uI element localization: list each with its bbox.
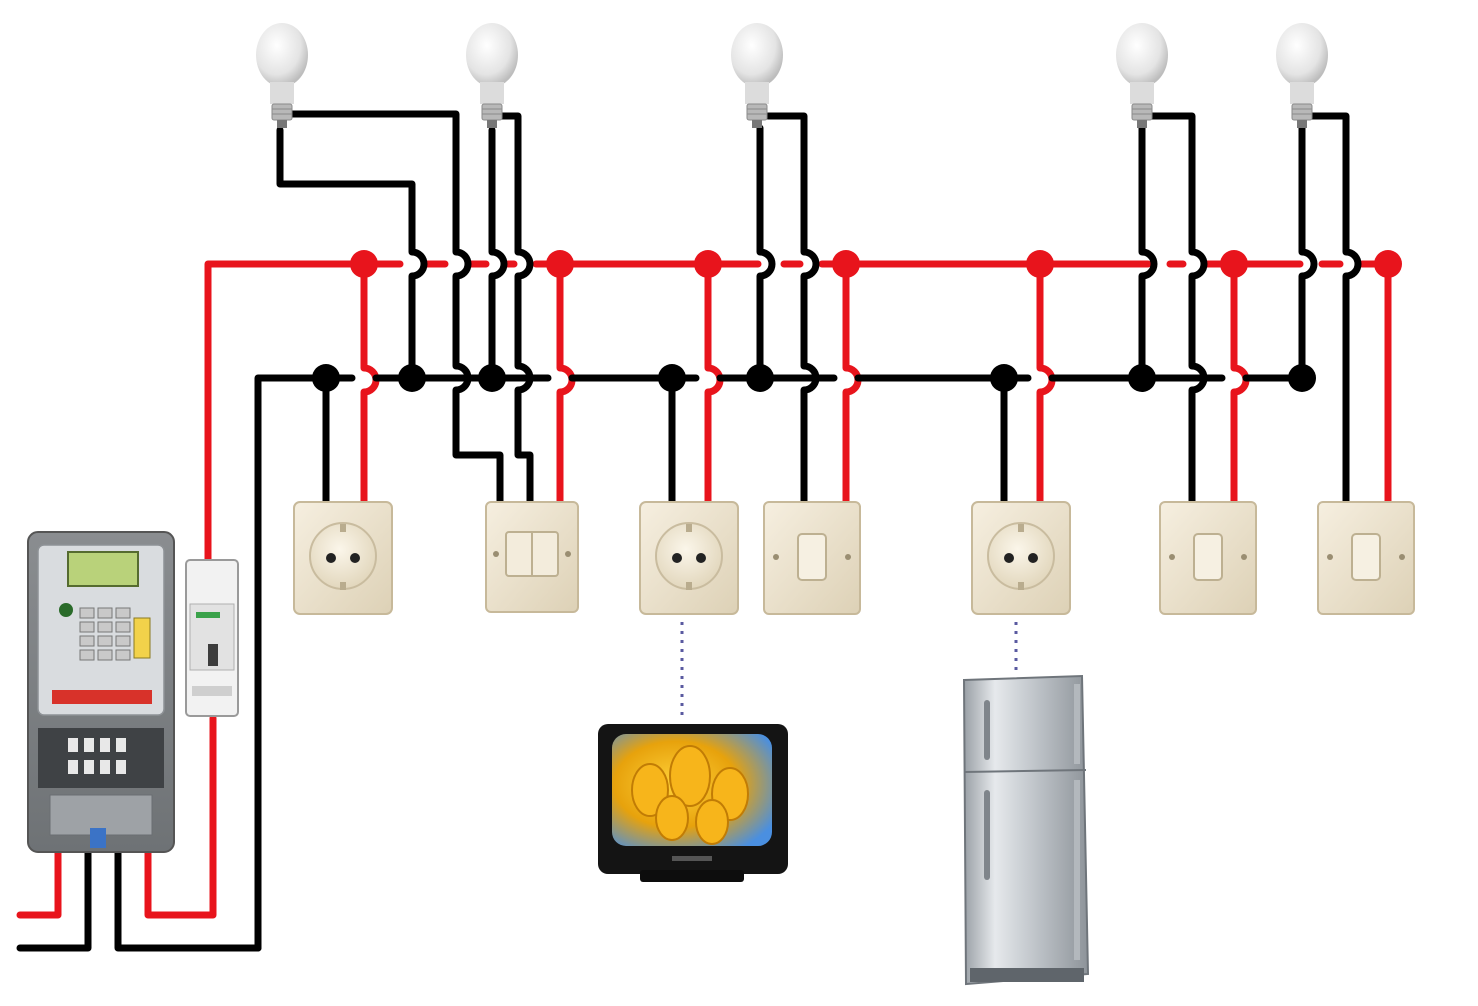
lamp-1-icon (256, 23, 308, 128)
television-icon (598, 724, 788, 882)
lamp-3-neutral (756, 124, 776, 382)
junction-dot (658, 364, 686, 392)
live-drop-double-switch (504, 260, 576, 582)
neutral-feed-meter (114, 846, 262, 952)
lamp-2-neutral (488, 126, 508, 382)
junction-dot (1374, 250, 1402, 278)
energy-meter-icon (27, 531, 175, 853)
junction-dot (694, 250, 722, 278)
outlet-3-icon (971, 501, 1071, 615)
lamp-4-icon (1116, 23, 1168, 128)
live-drop-switch-2 (1230, 260, 1250, 509)
live-drop-outlet-3 (1036, 260, 1056, 509)
live-junctions (350, 250, 1402, 278)
single-switch-1-icon (763, 501, 861, 615)
lamps (256, 23, 1328, 128)
junction-dot (478, 364, 506, 392)
junction-dot (312, 364, 340, 392)
double-switch-icon (485, 501, 579, 613)
junction-dot (832, 250, 860, 278)
junction-dot (990, 364, 1018, 392)
junction-dot (546, 250, 574, 278)
lamp-3-icon (731, 23, 783, 128)
lamp-3-switched (764, 112, 820, 509)
junction-dot (1220, 250, 1248, 278)
neutral-wires (16, 110, 1362, 952)
neutral-junctions (312, 364, 1316, 392)
circuit-breaker-icon (185, 559, 239, 717)
live-feed-breaker (144, 714, 217, 919)
live-drop-switch-1 (842, 260, 862, 509)
switches (485, 501, 1415, 615)
outlet-1-icon (293, 501, 393, 615)
lamp-5-switched (1306, 112, 1362, 509)
lamp-5-icon (1276, 23, 1328, 128)
neutral-incoming (16, 846, 92, 952)
neutral-bus (254, 374, 1304, 952)
junction-dot (1288, 364, 1316, 392)
junction-dot (746, 364, 774, 392)
lamp-2-switched (496, 112, 534, 509)
single-switch-3-icon (1317, 501, 1415, 615)
outlets (293, 501, 1071, 615)
outlet-2-icon (639, 501, 739, 615)
single-switch-2-icon (1159, 501, 1257, 615)
lamp-4-switched (1146, 112, 1208, 509)
lamp-4-neutral (1138, 124, 1158, 382)
lamp-5-neutral (1298, 124, 1318, 382)
refrigerator-icon (962, 674, 1090, 986)
junction-dot (1128, 364, 1156, 392)
junction-dot (350, 250, 378, 278)
junction-dot (398, 364, 426, 392)
appliance-links (680, 622, 1018, 720)
lamp-1-switched (286, 110, 504, 509)
live-bus (204, 260, 1394, 564)
live-drop-outlet-2 (704, 260, 724, 509)
lamp-1-neutral (276, 126, 428, 382)
live-incoming (16, 846, 62, 919)
live-drop-outlet-1 (360, 260, 380, 509)
junction-dot (1026, 250, 1054, 278)
lamp-2-icon (466, 23, 518, 128)
